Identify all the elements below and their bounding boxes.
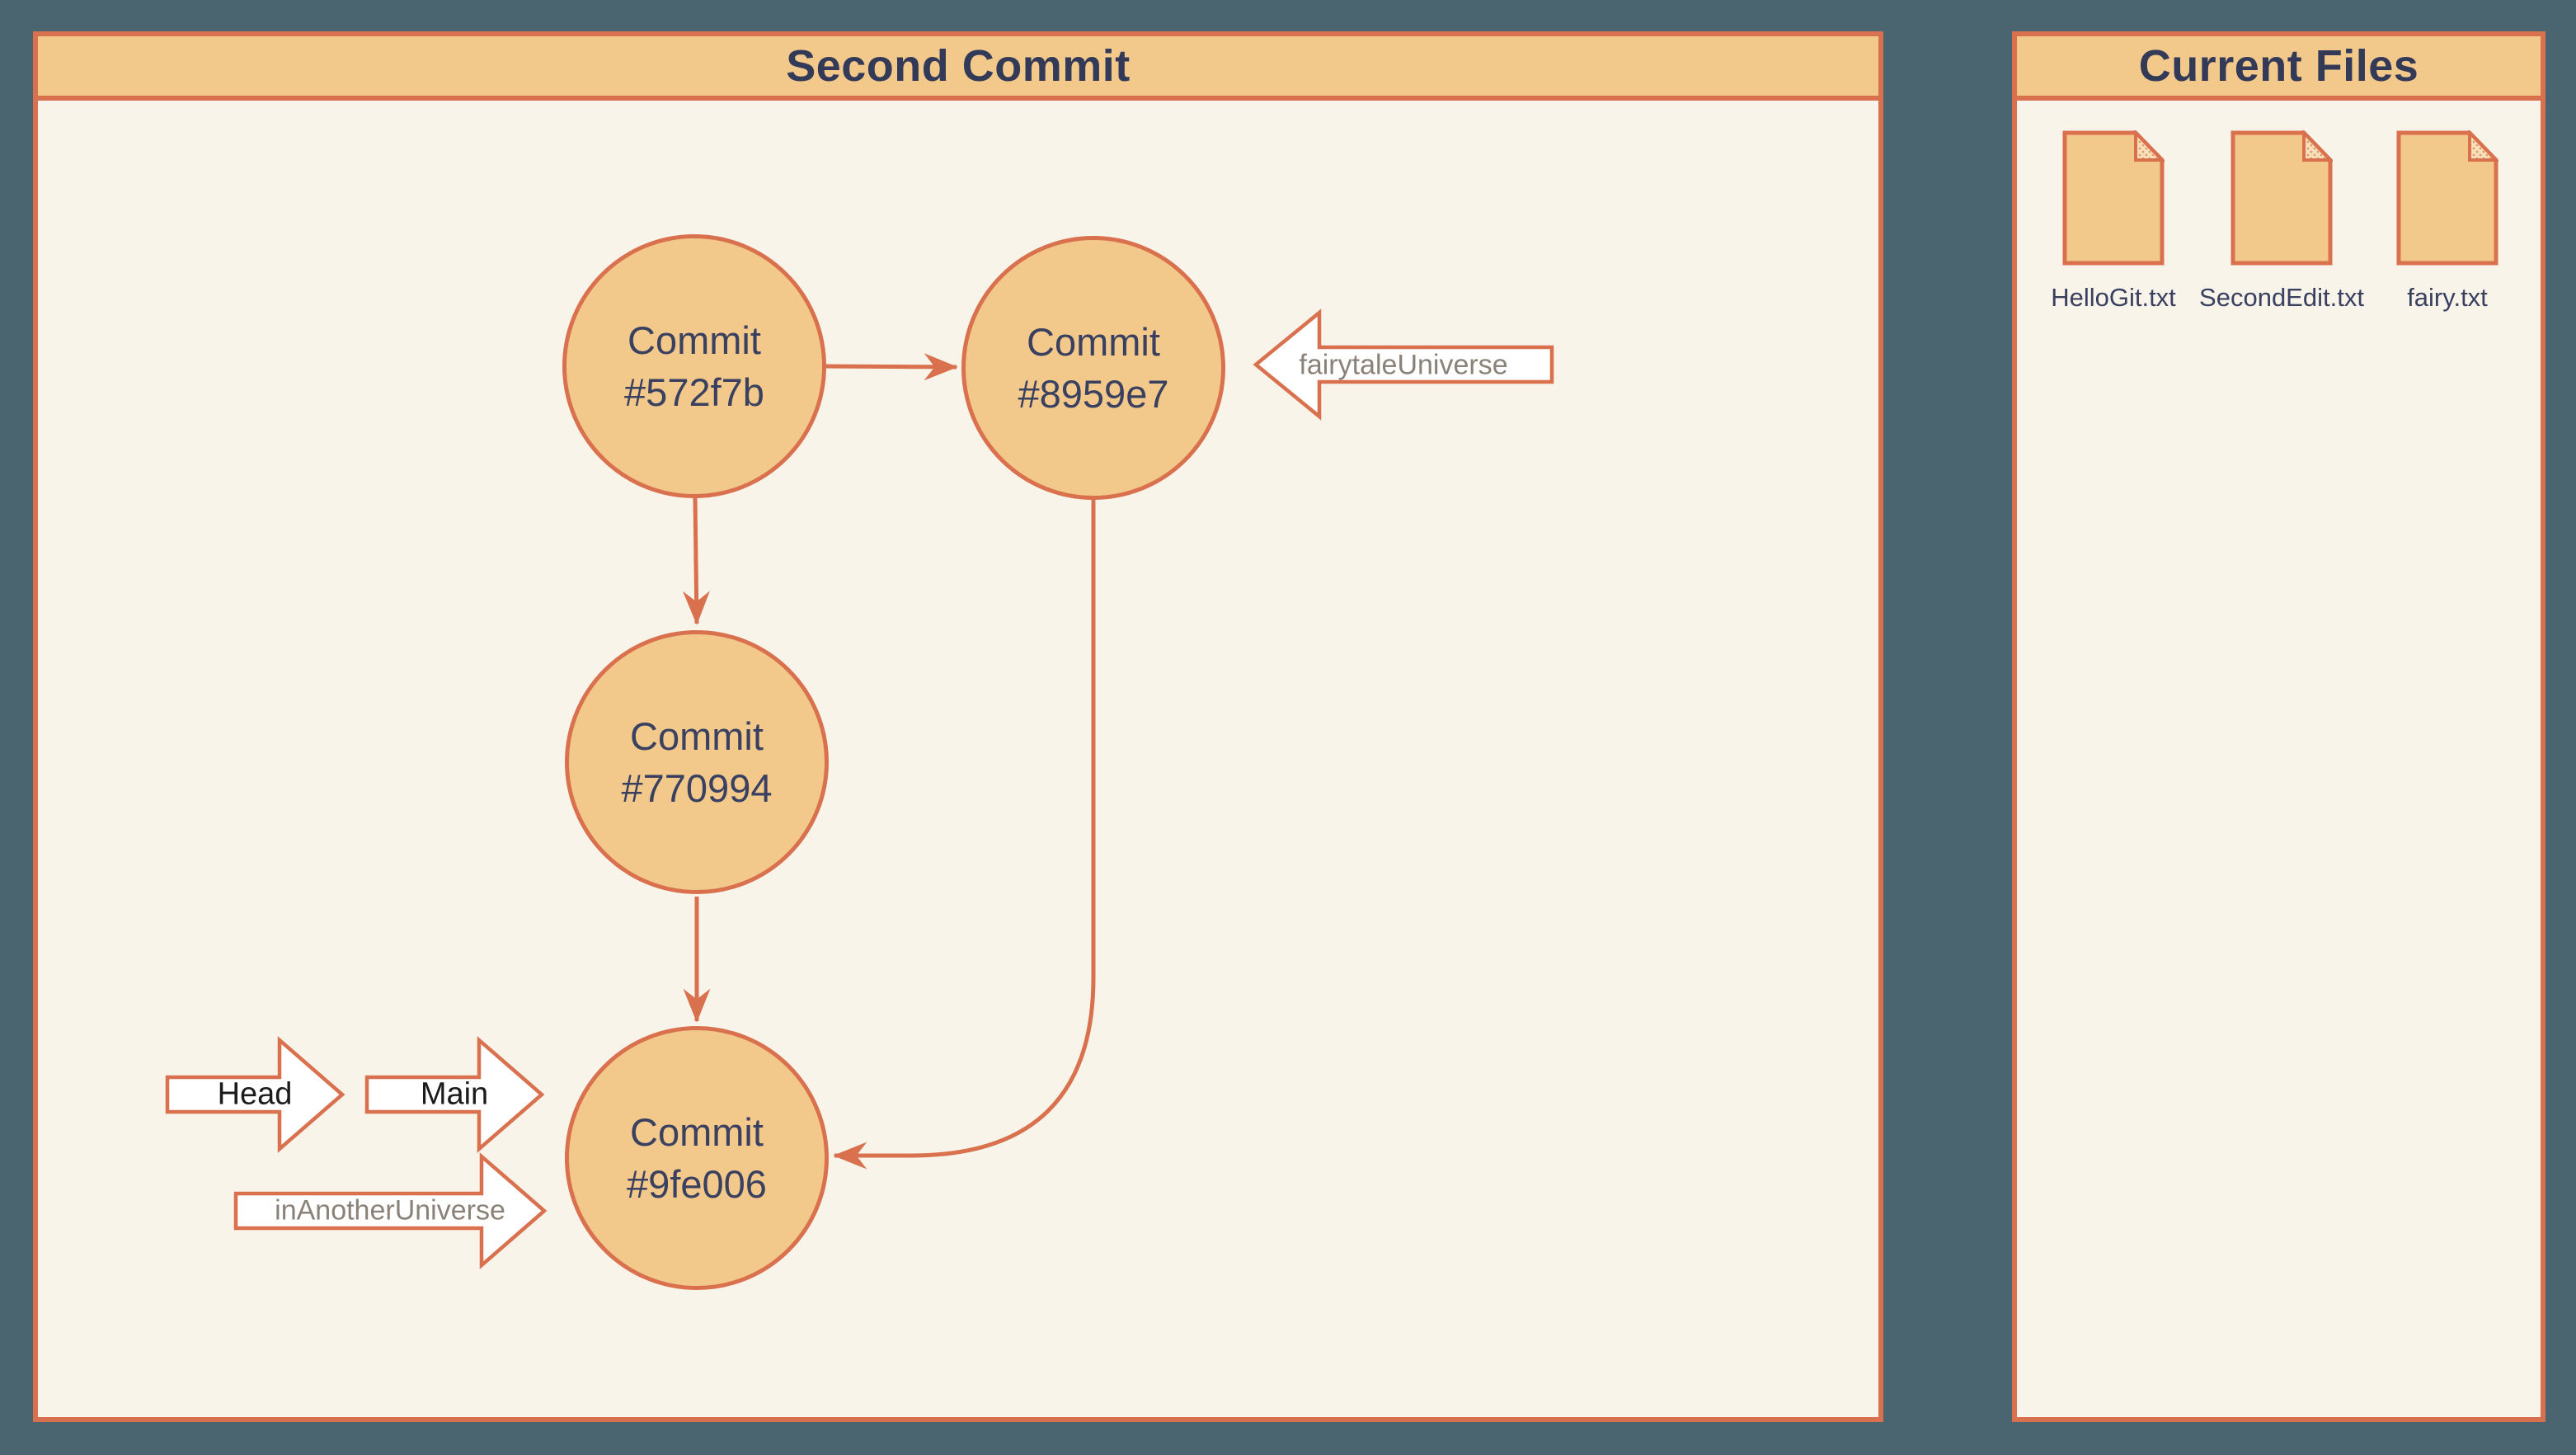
- main-branch-label: Main: [420, 1076, 489, 1112]
- commit-node-label: Commit: [630, 1110, 764, 1154]
- commit-node-8959e7: Commit #8959e7: [961, 236, 1225, 500]
- file-item-fairy: [2396, 129, 2500, 266]
- current-files-panel-header: Current Files: [2017, 36, 2541, 101]
- commit-node-770994: Commit #770994: [565, 630, 829, 894]
- head-pointer-label: Head: [217, 1076, 293, 1112]
- second-commit-panel-title: Second Commit: [786, 41, 1131, 91]
- commit-node-9fe006: Commit #9fe006: [565, 1026, 829, 1290]
- commit-node-label: Commit: [628, 318, 761, 362]
- commit-node-hash: #770994: [621, 766, 773, 810]
- file-name-fairy: fairy.txt: [2407, 283, 2488, 312]
- file-item-hellogit: [2062, 129, 2166, 266]
- commit-node-hash: #9fe006: [627, 1162, 767, 1206]
- file-item-secondedit: [2230, 129, 2334, 266]
- file-name-secondedit: SecondEdit.txt: [2199, 283, 2364, 312]
- inanotheruniverse-branch-label: inAnotherUniverse: [275, 1194, 505, 1227]
- commit-node-hash: #8959e7: [1018, 372, 1169, 416]
- fairytaleuniverse-branch-label: fairytaleUniverse: [1299, 349, 1508, 381]
- commit-node-label: Commit: [1027, 320, 1160, 364]
- document-icon: [2230, 129, 2334, 266]
- commit-node-hash: #572f7b: [624, 370, 764, 414]
- file-name-hellogit: HelloGit.txt: [2051, 283, 2176, 312]
- commit-node-label: Commit: [630, 714, 764, 758]
- commit-node-572f7b: Commit #572f7b: [562, 234, 826, 498]
- current-files-panel-title: Current Files: [2138, 41, 2419, 91]
- second-commit-panel-header: Second Commit: [38, 36, 1878, 101]
- document-icon: [2062, 129, 2166, 266]
- document-icon: [2396, 129, 2500, 266]
